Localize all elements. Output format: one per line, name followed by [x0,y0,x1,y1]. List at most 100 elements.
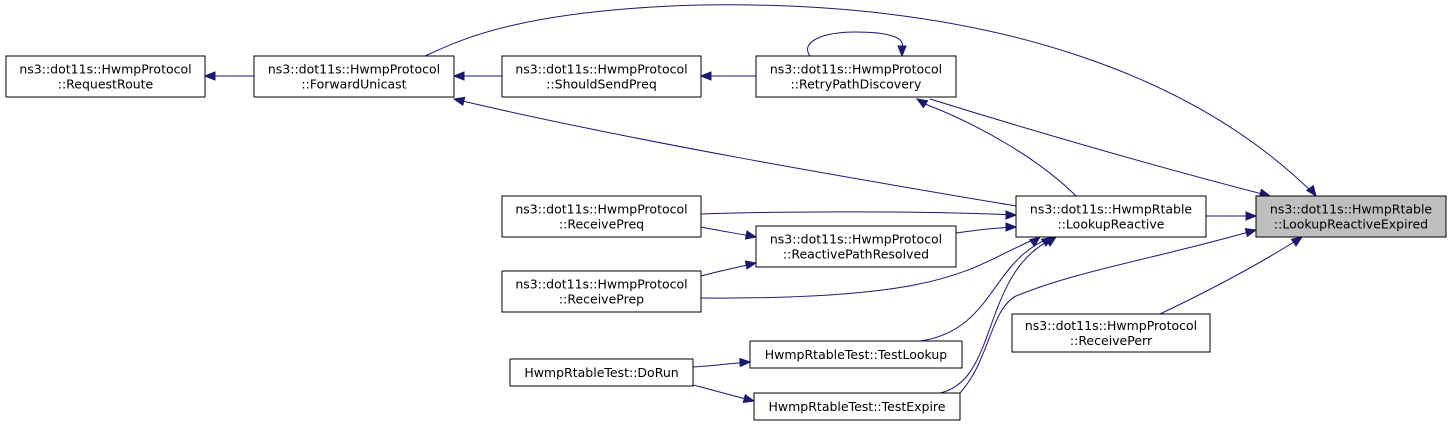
edge-arrowhead [452,96,466,107]
edge-lookup_reactive_expired-to-forward_unicast [424,4,1317,198]
edge-lookup_reactive-to-reactive_path_resolved [955,222,1018,234]
node-box[interactable] [501,195,702,238]
edge-hwmp_rtable_test_test_lookup-to-hwmp_rtable_test_do_run [692,357,752,368]
node-retry-path-discovery[interactable]: ns3::dot11s::HwmpProtocol::RetryPathDisc… [755,55,957,98]
node-hwmp-rtable-test-test-lookup[interactable]: HwmpRtableTest::TestLookup [749,340,963,369]
edge-arrowhead [742,393,756,404]
edge-line [700,211,1017,216]
edge-lookup_reactive_expired-to-lookup_reactive [1206,211,1258,221]
node-box[interactable] [501,55,702,98]
node-box[interactable] [1011,313,1211,353]
edge-arrowhead [1245,211,1258,221]
node-box[interactable] [755,55,957,98]
node-label-line: ::LookupReactiveExpired [1274,217,1428,232]
edge-line [424,4,1317,197]
edge-lookup_reactive-to-hwmp_rtable_test_test_expire [939,236,1058,394]
edge-line [453,98,1017,207]
edge-arrowhead [452,71,465,81]
node-label-line: ns3::dot11s::HwmpProtocol [770,62,942,77]
edge-reactive_path_resolved-to-receive_prep [700,260,758,277]
node-label-line: ns3::dot11s::HwmpProtocol [515,277,687,292]
node-label-line: ns3::dot11s::HwmpProtocol [515,202,687,217]
edge-line [924,103,1077,197]
edge-should_send_preq-to-forward_unicast [452,71,502,81]
edge-arrowhead [1305,184,1317,198]
node-box[interactable] [749,340,963,369]
node-label-line: HwmpRtableTest::TestLookup [765,347,948,362]
edge-arrowhead [1028,236,1042,248]
edge-line [959,229,1257,394]
node-label-line: ns3::dot11s::HwmpProtocol [1025,318,1197,333]
edge-arrowhead [744,230,758,240]
node-lookup-reactive-expired[interactable]: ns3::dot11s::HwmpRtable::LookupReactiveE… [1255,195,1447,238]
node-label-line: ::LookupReactive [1058,217,1165,232]
node-label-line: HwmpRtableTest::TestExpire [769,399,946,414]
node-label-line: ns3::dot11s::HwmpRtable [1030,202,1193,217]
node-box[interactable] [753,392,961,421]
edge-arrowhead [1244,228,1258,238]
node-box[interactable] [1015,195,1207,238]
edge-reactive_path_resolved-to-receive_preq [700,226,758,240]
node-label-line: ns3::dot11s::HwmpRtable [1270,202,1433,217]
node-reactive-path-resolved[interactable]: ns3::dot11s::HwmpProtocol::ReactivePathR… [755,225,957,268]
node-box[interactable] [509,358,694,387]
node-box[interactable] [755,225,957,268]
edge-arrowhead [915,98,929,109]
edge-forward_unicast-to-request_route [203,71,254,81]
edge-retry_path_discovery-to-retry_path_discovery [807,31,907,58]
nodes-layer: ns3::dot11s::HwmpProtocol::RequestRouten… [5,55,1447,421]
edge-arrowhead [739,357,752,368]
node-label-line: ::ShouldSendPreq [546,77,657,92]
node-label-line: ns3::dot11s::HwmpProtocol [515,62,687,77]
edge-arrowhead [1044,236,1058,247]
node-hwmp-rtable-test-do-run[interactable]: HwmpRtableTest::DoRun [509,358,694,387]
node-box[interactable] [1255,195,1447,238]
node-receive-prep[interactable]: ns3::dot11s::HwmpProtocol::ReceivePrep [501,270,702,313]
node-label-line: HwmpRtableTest::DoRun [524,365,678,380]
node-receive-preq[interactable]: ns3::dot11s::HwmpProtocol::ReceivePreq [501,195,702,238]
edge-arrowhead [1005,222,1018,232]
edge-retry_path_discovery-to-should_send_preq [699,71,756,81]
node-label-line: ::ReactivePathResolved [783,247,929,262]
node-label-line: ::ReceivePreq [559,217,644,232]
edge-arrowhead [1290,236,1304,247]
edge-arrowhead [203,71,216,81]
edge-arrowhead [897,45,907,58]
node-receive-perr[interactable]: ns3::dot11s::HwmpProtocol::ReceivePerr [1011,313,1211,353]
edge-line [1159,236,1303,315]
edge-lookup_reactive_expired-to-hwmp_rtable_test_test_expire [959,228,1258,394]
edge-arrowhead [744,260,758,270]
node-request-route[interactable]: ns3::dot11s::HwmpProtocol::RequestRoute [5,55,206,98]
edge-arrowhead [699,71,712,81]
edges-layer [203,4,1317,404]
edge-lookup_reactive-to-forward_unicast [452,96,1017,207]
node-label-line: ::ForwardUnicast [301,77,406,92]
edge-lookup_reactive_expired-to-retry_path_discovery [929,98,1272,198]
edge-arrowhead [1005,210,1018,220]
node-label-line: ::ReceivePerr [1070,333,1153,348]
node-forward-unicast[interactable]: ns3::dot11s::HwmpProtocol::ForwardUnicas… [253,55,455,98]
edge-lookup_reactive-to-receive_prep [700,236,1042,299]
edge-line [939,236,1057,394]
node-lookup-reactive[interactable]: ns3::dot11s::HwmpRtable::LookupReactive [1015,195,1207,238]
node-label-line: ns3::dot11s::HwmpProtocol [770,232,942,247]
node-hwmp-rtable-test-test-expire[interactable]: HwmpRtableTest::TestExpire [753,392,961,421]
node-label-line: ns3::dot11s::HwmpProtocol [19,62,191,77]
edge-lookup_reactive-to-receive_preq [700,210,1018,220]
node-box[interactable] [5,55,206,98]
node-box[interactable] [253,55,455,98]
edge-lookup_reactive-to-retry_path_discovery [915,98,1077,197]
node-label-line: ns3::dot11s::HwmpProtocol [268,62,440,77]
node-label-line: ::RetryPathDiscovery [791,77,922,92]
edge-line [700,236,1041,299]
node-label-line: ::RequestRoute [58,77,154,92]
edge-lookup_reactive_expired-to-receive_perr [1159,236,1304,315]
node-should-send-preq[interactable]: ns3::dot11s::HwmpProtocol::ShouldSendPre… [501,55,702,98]
node-label-line: ::ReceivePrep [559,292,644,307]
edge-line [919,236,1053,342]
edge-hwmp_rtable_test_test_expire-to-hwmp_rtable_test_do_run [692,384,756,404]
node-box[interactable] [501,270,702,313]
edge-line [807,31,904,57]
edge-line [929,98,1271,197]
